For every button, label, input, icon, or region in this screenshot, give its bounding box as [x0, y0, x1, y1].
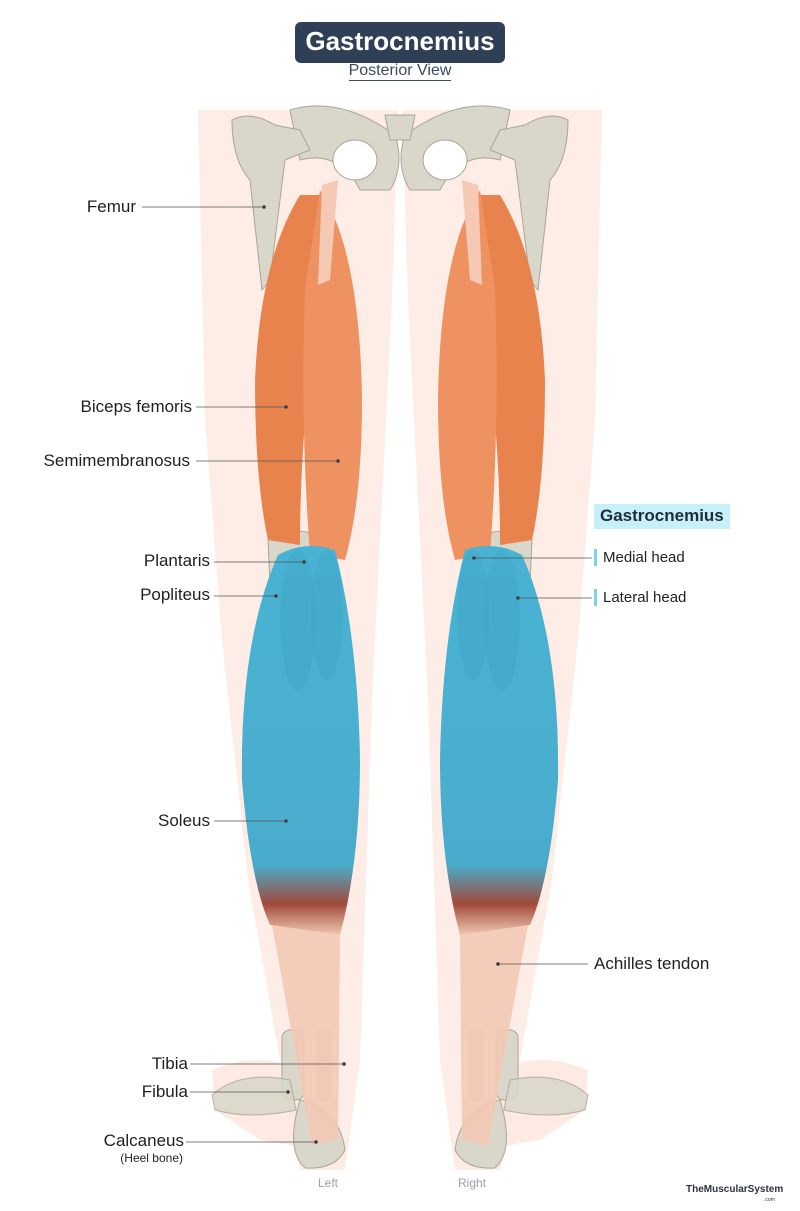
label-calcaneus-note: (Heel bone) [120, 1151, 183, 1165]
femur-bones [231, 115, 569, 292]
brand-suffix: .com [764, 1197, 775, 1203]
label-semimembranosus: Semimembranosus [43, 451, 190, 470]
label-soleus: Soleus [158, 811, 210, 830]
hamstring-muscles [255, 180, 545, 560]
label-medial-head: Medial head [594, 549, 685, 566]
title-wrap: Gastrocnemius [0, 22, 800, 63]
label-tibia: Tibia [151, 1054, 188, 1073]
label-femur: Femur [86, 197, 136, 216]
label-lateral-head: Lateral head [594, 589, 686, 606]
label-popliteus: Popliteus [140, 585, 210, 604]
label-achilles-tendon: Achilles tendon [594, 954, 710, 973]
subtitle-text: Posterior View [348, 62, 452, 81]
label-biceps-femoris: Biceps femoris [80, 397, 192, 416]
leader-lines [142, 205, 592, 1144]
label-plantaris: Plantaris [143, 551, 210, 570]
side-label-left: Left [318, 1176, 339, 1190]
diagram-title: Gastrocnemius [295, 22, 505, 63]
achilles-tendons [272, 925, 528, 1145]
pelvis [289, 105, 511, 191]
label-calcaneus: Calcaneus [103, 1131, 184, 1150]
brand-logo: TheMuscularSystem [686, 1184, 784, 1195]
side-label-right: Right [458, 1176, 487, 1190]
diagram-subtitle: Posterior View [0, 62, 800, 81]
gastrocnemius-heading: Gastrocnemius [594, 504, 730, 529]
label-fibula: Fibula [141, 1082, 188, 1101]
calf-muscles [241, 546, 559, 935]
